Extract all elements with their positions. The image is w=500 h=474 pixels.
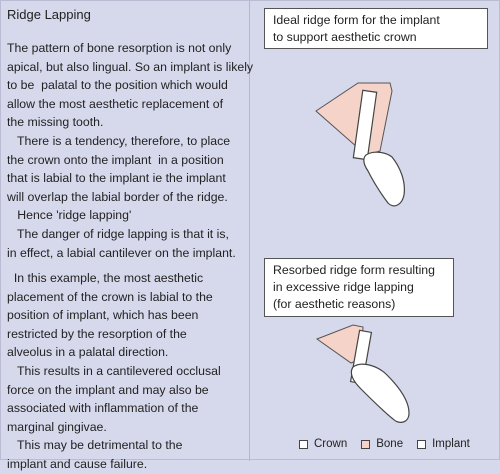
text-line: This results in a cantilevered occlusal <box>7 363 221 378</box>
text-line: placement of the crown is labial to the <box>7 289 213 304</box>
section-title: Ridge Lapping <box>7 7 91 22</box>
text-line: The pattern of bone resorption is not on… <box>7 41 232 55</box>
legend: Crown Bone Implant <box>299 438 484 450</box>
text-line: alveolus in a palatal direction. <box>7 345 169 360</box>
caption-box-resorbed: Resorbed ridge form resulting in excessi… <box>264 258 454 317</box>
text-line: will overlap the labial border of the ri… <box>7 189 228 204</box>
legend-item-implant: Implant <box>417 438 470 450</box>
bone-region <box>315 82 393 156</box>
text-line: Hence 'ridge lapping' <box>7 208 132 223</box>
crown-shape <box>350 363 410 423</box>
column-divider <box>249 1 250 461</box>
text-line: The danger of ridge lapping is that it i… <box>7 226 229 241</box>
text-line: the missing tooth. <box>7 115 104 130</box>
ideal-ridge-diagram <box>315 82 405 207</box>
bone-swatch <box>361 439 371 449</box>
text-line: apical, but also lingual. So an implant … <box>7 59 254 74</box>
text-line: associated with inflammation of the <box>7 401 199 416</box>
crown-shape <box>363 151 405 207</box>
caption-line: to support aesthetic crown <box>273 30 417 44</box>
caption-line: (for aesthetic reasons) <box>273 297 396 311</box>
legend-item-crown: Crown <box>299 438 347 450</box>
text-line: allow the most aesthetic replacement of <box>7 96 223 111</box>
caption-line: in excessive ridge lapping <box>273 280 414 294</box>
crown-swatch <box>299 439 308 449</box>
paragraph-ridge-lapping: The pattern of bone resorption is not on… <box>7 39 253 262</box>
implant-shape <box>352 89 378 161</box>
legend-label: Crown <box>314 438 348 450</box>
caption-line: Ideal ridge form for the implant <box>273 13 440 27</box>
text-line: the crown onto the implant in a position <box>7 152 224 167</box>
text-line: in effect, a labial cantilever on the im… <box>7 245 236 260</box>
text-line: marginal gingivae. <box>7 419 107 434</box>
legend-item-bone: Bone <box>361 438 403 450</box>
legend-label: Bone <box>376 438 404 450</box>
text-line: In this example, the most aesthetic <box>7 271 204 285</box>
caption-line: Resorbed ridge form resulting <box>273 263 435 277</box>
text-line: implant and cause failure. <box>7 456 148 471</box>
text-line: to be palatal to the position which woul… <box>7 78 228 93</box>
text-line: restricted by the resorption of the <box>7 326 187 341</box>
text-line: There is a tendency, therefore, to place <box>7 133 231 148</box>
implant-swatch <box>417 439 427 449</box>
paragraph-example: In this example, the most aesthetic plac… <box>7 269 221 474</box>
text-line: position of implant, which has been <box>7 308 199 323</box>
legend-label: Implant <box>432 438 470 450</box>
text-line: that is labial to the implant ie the imp… <box>7 171 226 186</box>
text-line: force on the implant and may also be <box>7 382 209 397</box>
caption-box-ideal: Ideal ridge form for the implant to supp… <box>264 8 488 49</box>
text-line: This may be detrimental to the <box>7 438 183 453</box>
resorbed-ridge-diagram <box>315 324 410 423</box>
